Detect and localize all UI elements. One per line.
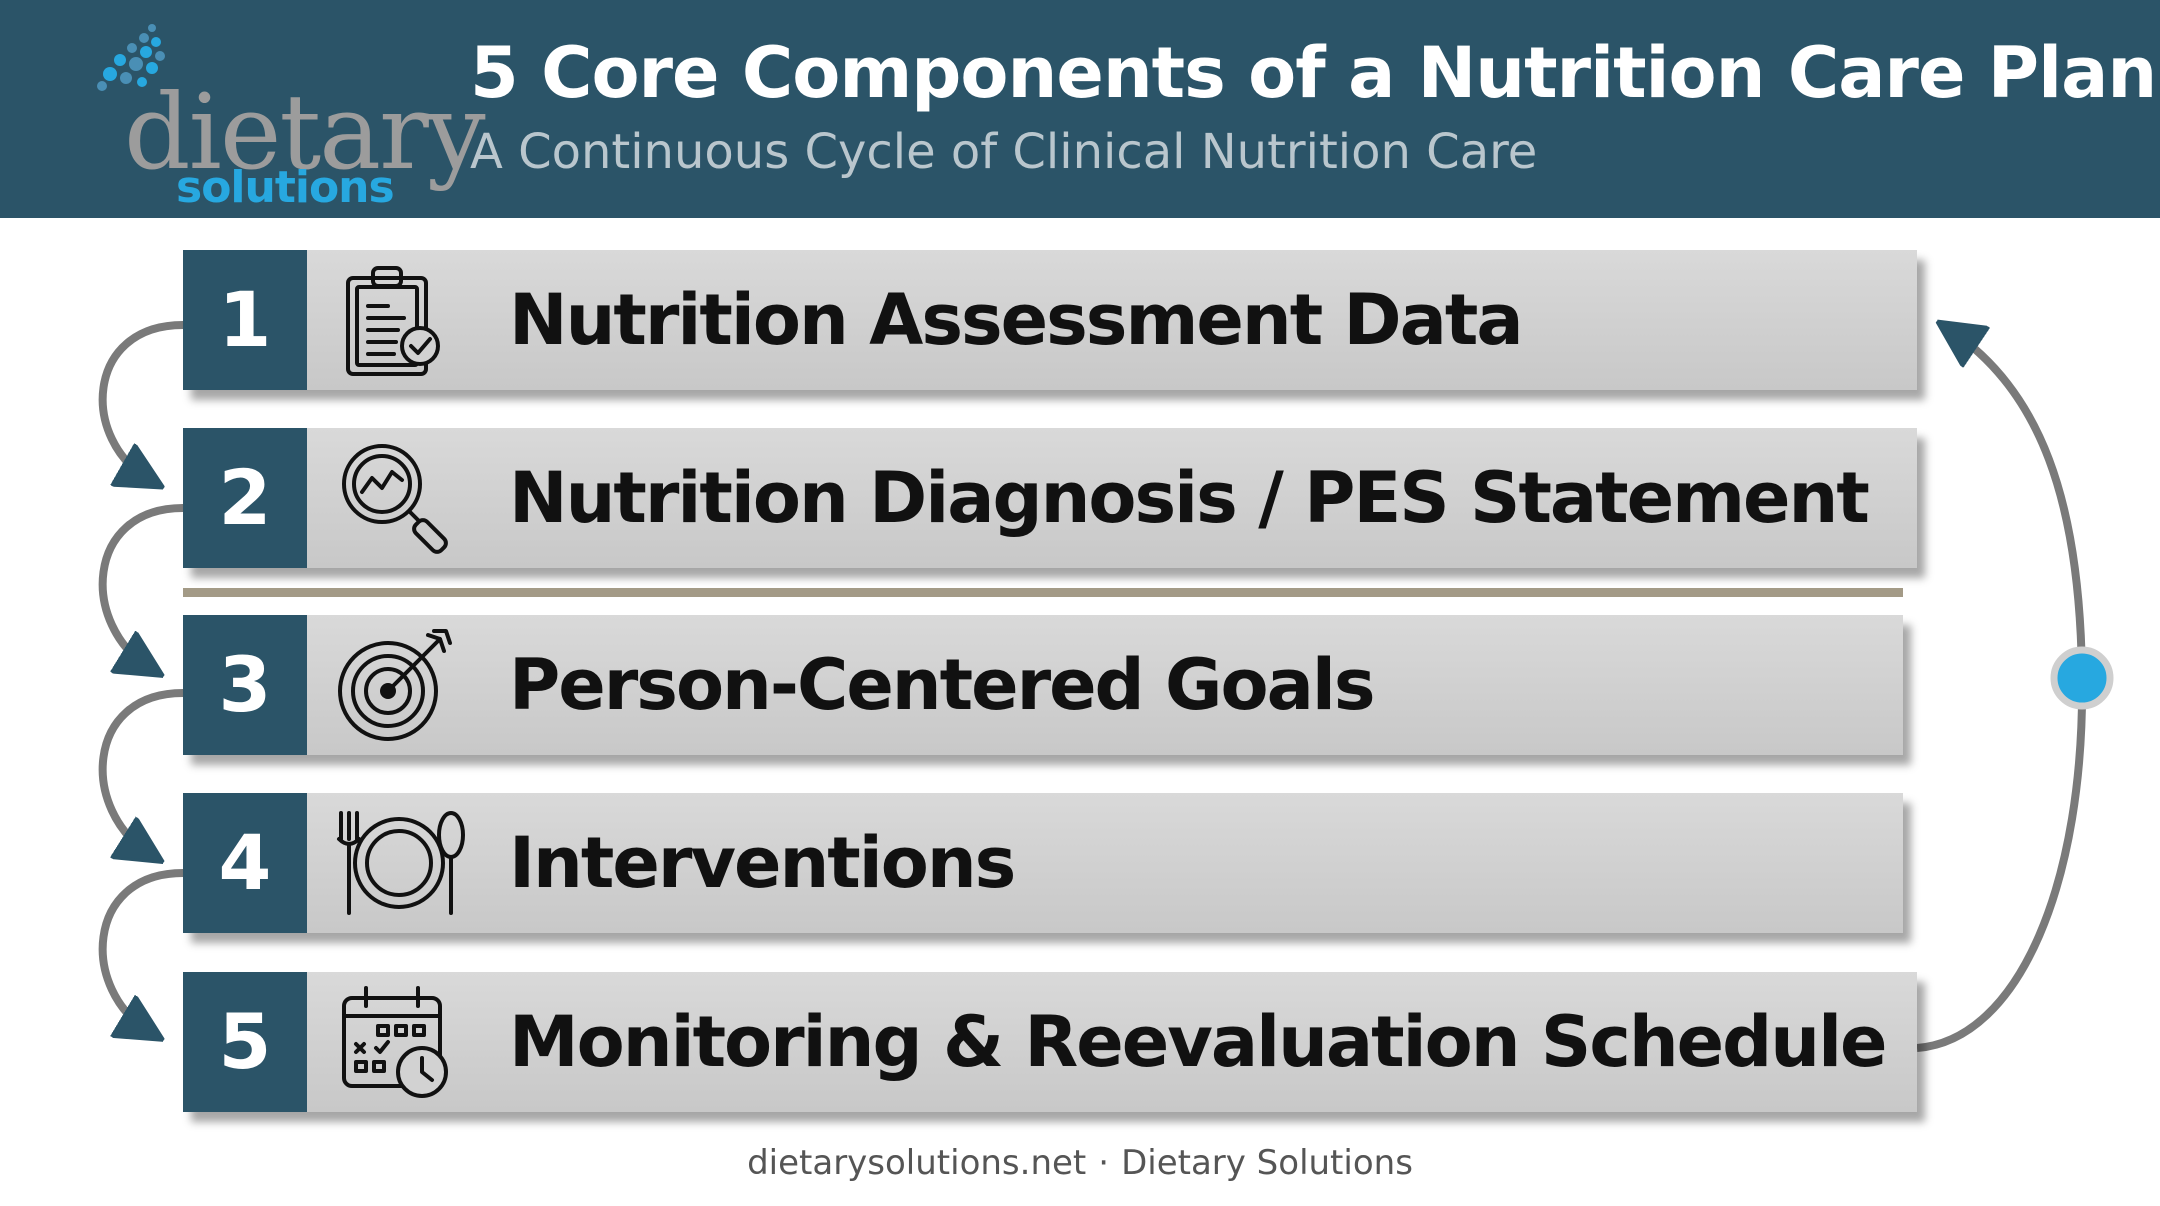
- footer-separator: ·: [1098, 1143, 1110, 1183]
- logo-subword: solutions: [176, 162, 395, 213]
- step-1: 1 Nutrition Assessment Data: [183, 250, 1917, 390]
- arrow-step3-to-step4: [98, 689, 184, 854]
- step-label: Nutrition Diagnosis / PES Statement: [509, 457, 1870, 539]
- dietary-solutions-logo: dietary solutions: [60, 20, 486, 210]
- magnifier-chart-icon: [342, 444, 448, 554]
- step-5: 5 Monitoring & Reevaluation Schedule: [183, 972, 1917, 1112]
- footer-credit: dietarysolutions.net · Dietary Solutions: [0, 1146, 2160, 1180]
- calendar-clock-icon: [342, 986, 448, 1098]
- step-label: Nutrition Assessment Data: [509, 279, 1524, 361]
- step-label: Monitoring & Reevaluation Schedule: [509, 1001, 1888, 1083]
- step-label: Interventions: [509, 822, 1016, 904]
- step-number: 2: [183, 428, 307, 568]
- step-number: 3: [183, 615, 307, 755]
- step-4: 4 Interventions: [183, 793, 1903, 933]
- logo-dots-icon: [97, 24, 165, 91]
- arrow-step1-to-step2: [98, 321, 184, 480]
- step-3: 3 Person-Centered Goals: [183, 615, 1903, 755]
- target-arrow-icon: [338, 629, 452, 741]
- page-subtitle: A Continuous Cycle of Clinical Nutrition…: [470, 124, 1538, 180]
- clipboard-check-icon: [346, 266, 440, 376]
- footer-site-link: dietarysolutions.net: [747, 1143, 1087, 1183]
- arrow-step2-to-step3: [98, 504, 184, 668]
- logo-word: dietary: [124, 71, 486, 193]
- step-label: Person-Centered Goals: [509, 644, 1375, 726]
- arrow-step5-to-step1: [1916, 330, 2087, 1052]
- page-title: 5 Core Components of a Nutrition Care Pl…: [470, 32, 2157, 114]
- divider-line: [183, 588, 1903, 597]
- header-banner: dietary solutions 5 Core Components of a…: [0, 0, 2160, 218]
- step-number: 4: [183, 793, 307, 933]
- plate-fork-spoon-icon: [337, 811, 465, 915]
- cycle-indicator-dot: [2050, 646, 2114, 710]
- arrow-step4-to-step5: [98, 869, 184, 1032]
- step-number: 5: [183, 972, 307, 1112]
- footer-company: Dietary Solutions: [1121, 1143, 1413, 1183]
- step-number: 1: [183, 250, 307, 390]
- step-2: 2 Nutrition Diagnosis / PES Statement: [183, 428, 1917, 568]
